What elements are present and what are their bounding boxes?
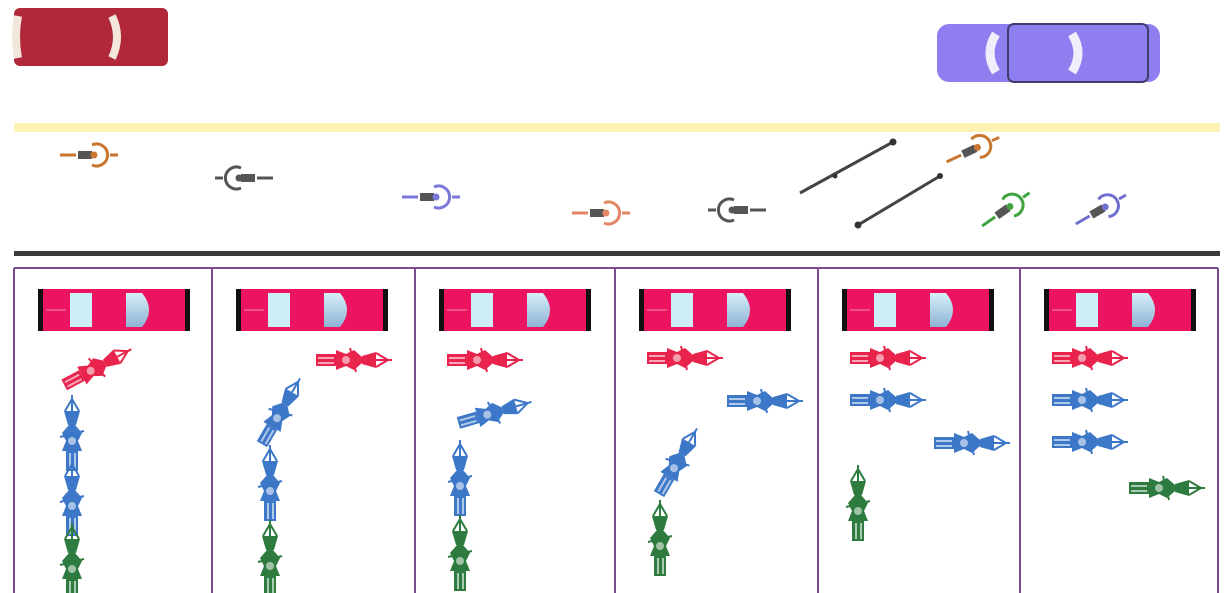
motorcycle-red-icon [850,346,926,370]
motorcycle-blue-icon [60,395,84,471]
motorcycle-green-icon [258,520,282,593]
rider-2-icon [215,167,273,189]
motorcycle-blue-icon [727,389,803,413]
motorcycle-blue-icon [455,390,535,434]
motorcycle-red-icon [1052,346,1128,370]
motorcycle-green-icon [1129,476,1205,500]
rider-6-icon [942,127,1004,171]
top-right-car [937,24,1160,82]
motorcycle-blue-icon [252,372,311,450]
panel-car-icon [236,289,388,331]
panel-car-icon [439,289,591,331]
panel-1 [38,289,190,593]
rider-7-icon [976,184,1036,235]
panel-car-icon [38,289,190,331]
motorcycle-red-icon [316,348,392,372]
motorcycle-blue-icon [934,431,1010,455]
road-edge [14,251,1220,256]
pole-lower [855,173,944,229]
panel-3 [439,289,591,591]
panel-4 [639,289,803,576]
motorcycle-blue-icon [448,440,472,516]
panel-car-icon [1044,289,1196,331]
panel-car-icon [639,289,791,331]
rider-1-icon [60,144,118,166]
rider-8-icon [1070,185,1131,233]
riders-layer [60,127,1131,235]
rider-4-icon [572,202,630,224]
panel-5 [842,289,1010,541]
motorcycle-blue-icon [1052,430,1128,454]
top-left-car [14,8,168,66]
motorcycle-blue-icon [1052,388,1128,412]
panel-2 [236,289,392,593]
motorcycle-green-icon [60,523,84,593]
motorcycle-blue-icon [649,422,708,500]
pole-upper [800,139,897,194]
motorcycle-blue-icon [850,388,926,412]
motorcycle-green-icon [846,465,870,541]
motorcycle-red-icon [59,339,137,396]
motorcycle-red-icon [447,348,523,372]
lane-line [14,123,1220,132]
motorcycle-blue-icon [258,445,282,521]
panel-6 [1044,289,1205,500]
motorcycle-red-icon [647,346,723,370]
panel-car-icon [842,289,994,331]
panels-layer [14,268,1218,593]
motorcycle-green-icon [448,515,472,591]
rider-5-icon [708,199,766,221]
rider-3-icon [402,186,460,208]
motorcycle-green-icon [648,500,672,576]
